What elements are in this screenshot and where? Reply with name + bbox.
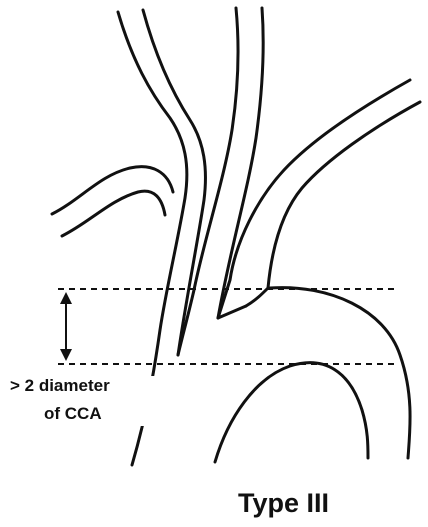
subclavian-branch-upper-wall <box>52 167 173 214</box>
aortic-arch-inner-wall <box>215 363 368 462</box>
measurement-arrowhead-bottom <box>60 349 72 361</box>
left-subclavian-upper-wall <box>218 80 410 318</box>
left-subclavian-lower-wall <box>268 102 420 288</box>
brachiocephalic-inner-wall <box>143 10 205 355</box>
measurement-label-line2: of CCA <box>44 404 102 424</box>
measurement-arrowhead-top <box>60 292 72 304</box>
diagram-title: Type III <box>238 488 329 519</box>
measurement-label-line1: > 2 diameter <box>10 376 110 396</box>
subclavian-ostium-line <box>246 288 268 306</box>
